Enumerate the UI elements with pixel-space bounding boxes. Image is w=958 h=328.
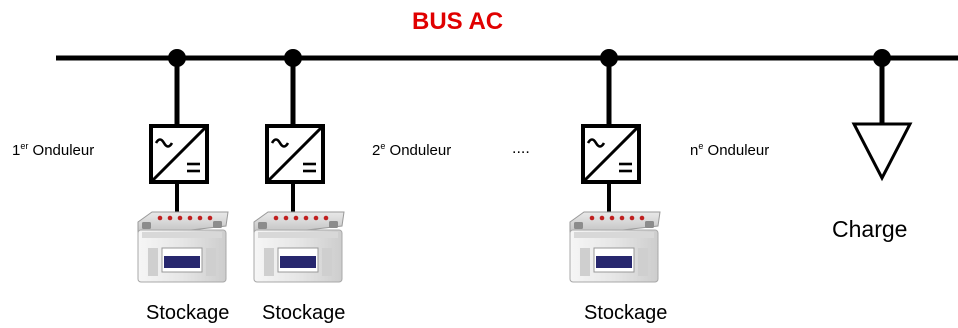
battery-icon: [569, 211, 661, 283]
load-triangle-icon: [851, 122, 913, 182]
battery-icon: [137, 211, 229, 283]
inverter-number: 1: [12, 142, 21, 159]
storage-label: Stockage: [146, 302, 230, 324]
inverter-icon: [149, 124, 209, 184]
inverter-label-n: ne Onduleur: [690, 141, 770, 160]
inverter-ordinal-suffix: e: [698, 141, 704, 151]
storage-label: Stockage: [584, 302, 668, 324]
inverter-text: Onduleur: [28, 142, 95, 159]
ellipsis: ....: [512, 140, 530, 157]
inverter-number: 2: [372, 142, 381, 159]
inverter-text: Onduleur: [385, 142, 452, 159]
inverter-number: n: [690, 142, 699, 159]
inverter-icon: [265, 124, 325, 184]
battery-icon: [253, 211, 345, 283]
inverter-label-2: 2e Onduleur: [372, 141, 452, 160]
load-label: Charge: [832, 216, 908, 242]
inverter-text: Onduleur: [703, 142, 770, 159]
storage-label: Stockage: [262, 302, 346, 324]
inverter-ordinal-suffix: e: [380, 141, 386, 151]
bus-title: BUS AC: [412, 8, 504, 35]
inverter-ordinal-suffix: er: [20, 141, 29, 151]
inverter-icon: [581, 124, 641, 184]
inverter-label-1: 1er Onduleur: [12, 141, 95, 160]
